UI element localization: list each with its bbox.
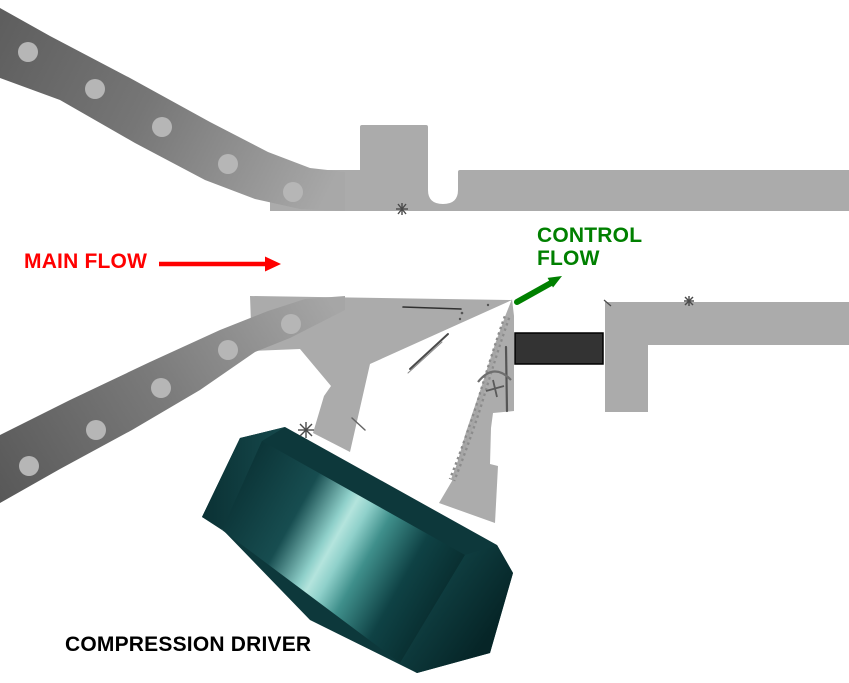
lower-duct-wall [0,296,345,503]
driver-magnet-band [222,441,465,663]
star-marker [298,422,314,438]
compression-driver-label: COMPRESSION DRIVER [65,633,312,656]
upper-flange-band [0,8,345,211]
nozzle-wedge [250,296,512,452]
bolt-hole [86,420,106,440]
upper-duct-bar [270,125,849,211]
control-flow-label-line1: CONTROL [537,224,643,247]
control-flow-arrow [514,276,562,305]
compression-driver-body [202,427,513,673]
bolt-hole [218,340,238,360]
threaded-rod [448,315,511,482]
bolt-hole [152,117,172,137]
bolt-hole [281,314,301,334]
upper-bolt-holes [18,42,303,202]
main-flow-label: MAIN FLOW [24,250,148,273]
reference-point-markers [298,203,694,438]
cad-edge-lines [351,303,509,431]
bolt-hole [19,456,39,476]
lower-flange-band [0,296,345,503]
driver-back-flange [202,427,285,530]
star-marker [684,296,694,306]
lower-duct-right [605,302,849,412]
lower-bolt-holes [19,314,301,476]
bolt-hole [151,378,171,398]
bolt-hole [18,42,38,62]
driver-front-cap [400,545,513,673]
bolt-hole [218,154,238,174]
bolt-hole [283,182,303,202]
pivot-marker [477,370,512,398]
upper-duct-wall [0,8,849,211]
control-flow-label-line2: FLOW [537,247,600,270]
actuator-block [514,332,604,365]
main-flow-arrow [159,256,281,272]
bolt-hole [85,79,105,99]
star-marker [396,203,408,215]
